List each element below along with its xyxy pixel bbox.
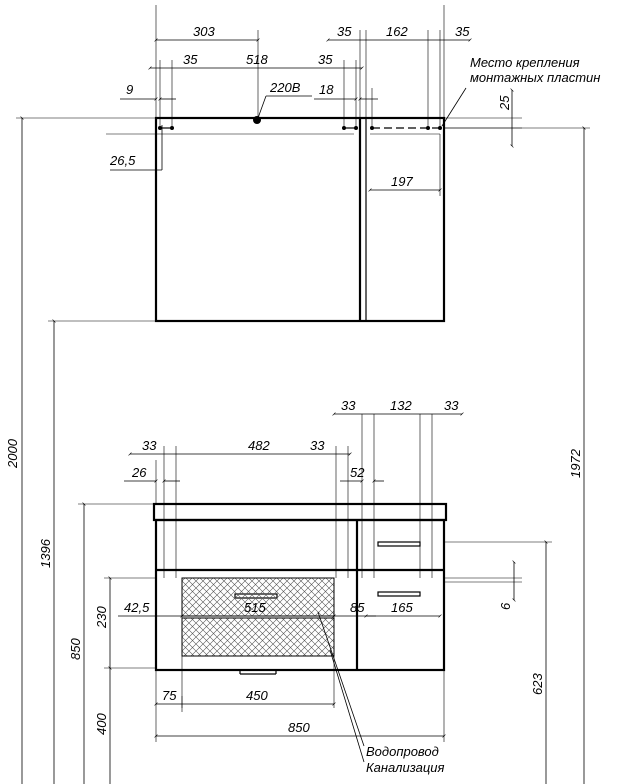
vanity-body	[154, 518, 446, 672]
dim-9: 9	[126, 82, 133, 97]
dim-482: 482	[248, 438, 270, 453]
dim-6: 6	[498, 602, 513, 610]
pipe-label-water: Водопровод	[366, 744, 439, 759]
dim-303: 303	[193, 24, 215, 39]
dim-623: 623	[530, 673, 545, 695]
dim-35-second-b: 35	[318, 52, 333, 67]
dim-33-d: 33	[444, 398, 459, 413]
bottom-unit: 33 482 33 26 52 33 132 33 42,5 515 85 16…	[118, 398, 464, 775]
dim-165: 165	[391, 600, 413, 615]
drawer-handle-right-bottom	[377, 591, 421, 597]
dim-850-height: 850	[68, 638, 83, 660]
power-leader	[257, 95, 267, 119]
dim-33-c: 33	[341, 398, 356, 413]
top-unit: 220В 303 35 162 35 35 518 35 9 18	[106, 5, 600, 323]
dim-18: 18	[319, 82, 334, 97]
dim-400: 400	[94, 713, 109, 735]
drawer-handle-right-top	[377, 541, 421, 547]
dim-26-5: 26,5	[109, 153, 136, 168]
pipe-leader-1	[317, 611, 365, 747]
dim-1396: 1396	[38, 538, 53, 568]
dim-518: 518	[246, 52, 268, 67]
dim-42-5: 42,5	[124, 600, 150, 615]
plumbing-zone-upper	[181, 577, 335, 617]
callout-leader	[441, 87, 467, 127]
dim-33-a: 33	[142, 438, 157, 453]
pipe-leader-2	[329, 649, 365, 763]
plumbing-zone-lower	[181, 617, 335, 657]
pipe-label-sewer: Канализация	[366, 760, 444, 775]
dim-132: 132	[390, 398, 412, 413]
mounting-holes	[158, 126, 442, 130]
dim-52: 52	[350, 465, 365, 480]
power-label: 220В	[269, 80, 301, 95]
dim-1972: 1972	[568, 448, 583, 478]
callout-line-1: Место крепления	[470, 55, 580, 70]
dim-26: 26	[131, 465, 147, 480]
dim-25: 25	[497, 95, 512, 111]
dim-33-b: 33	[310, 438, 325, 453]
dim-162: 162	[386, 24, 408, 39]
dim-85: 85	[350, 600, 365, 615]
dim-35-second-a: 35	[183, 52, 198, 67]
countertop	[152, 502, 448, 522]
dim-75: 75	[162, 688, 177, 703]
power-socket-icon	[253, 116, 261, 124]
dim-197: 197	[391, 174, 413, 189]
dim-515: 515	[244, 600, 266, 615]
top-cabinet-outline	[154, 116, 446, 323]
dim-230: 230	[94, 606, 109, 629]
dim-35-top-a: 35	[337, 24, 352, 39]
dim-850-width: 850	[288, 720, 310, 735]
vertical-dimensions: 2000 1396 1972 850 230 400 623 6	[5, 116, 590, 784]
dim-35-top-b: 35	[455, 24, 470, 39]
dim-450: 450	[246, 688, 268, 703]
dim-2000: 2000	[5, 438, 20, 469]
callout-line-2: монтажных пластин	[470, 70, 600, 85]
